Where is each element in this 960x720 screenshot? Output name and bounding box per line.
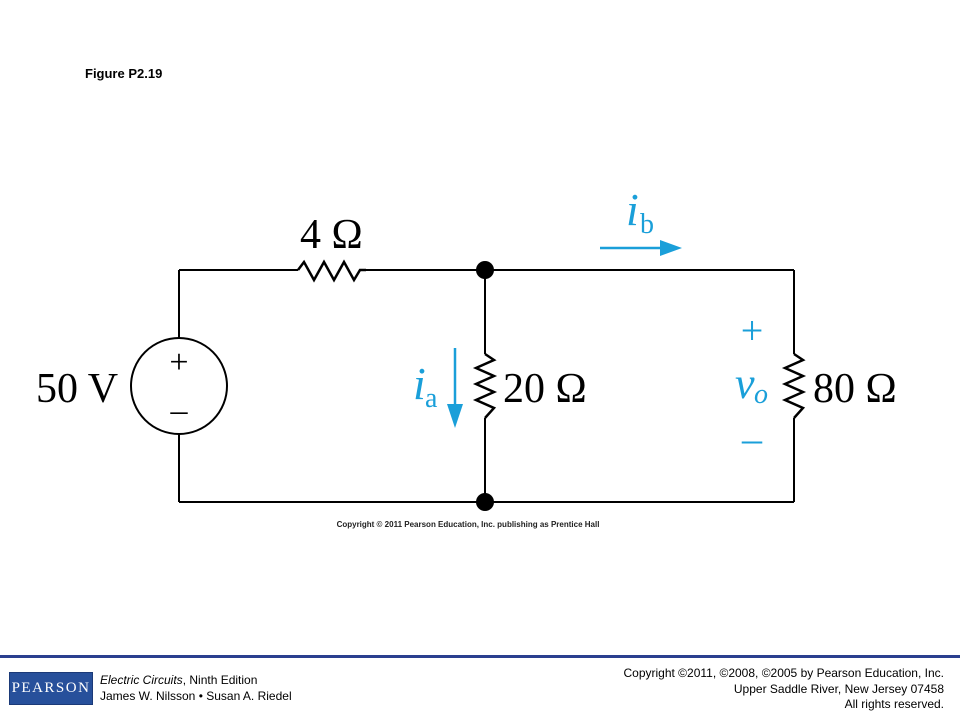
circuit-diagram: + – 50 V 4 Ω 20 Ω 80 Ω i b i a + v o – C…: [36, 184, 897, 529]
pearson-logo: PEARSON: [9, 672, 93, 705]
ia-arrow: [447, 348, 463, 428]
book-edition: , Ninth Edition: [182, 673, 258, 687]
book-title-line: Electric Circuits, Ninth Edition: [100, 672, 292, 688]
vo-plus: +: [741, 308, 764, 353]
source-plus: +: [169, 344, 188, 381]
r-series-label: 4 Ω: [300, 212, 363, 258]
resistor-4-ohm: [297, 259, 366, 283]
copyright-line-2: Upper Saddle River, New Jersey 07458: [733, 681, 944, 696]
vo-annotation: + v o –: [735, 308, 768, 461]
resistor-80-ohm: [781, 352, 807, 419]
copyright-line-3: All rights reserved.: [844, 697, 944, 711]
ib-sub: b: [640, 209, 654, 240]
book-title: Electric Circuits: [100, 673, 183, 687]
figure-title: Figure P2.19: [85, 66, 163, 81]
source-label: 50 V: [36, 366, 118, 412]
node-top: [476, 261, 494, 279]
source-minus: –: [170, 392, 189, 429]
publisher-copyright: Copyright ©2011, ©2008, ©2005 by Pearson…: [623, 666, 944, 713]
voltage-source: [130, 337, 228, 435]
book-authors: James W. Nilsson • Susan A. Riedel: [100, 689, 292, 703]
ia-sub: a: [425, 383, 438, 414]
book-info: Electric Circuits, Ninth Edition James W…: [100, 672, 292, 704]
node-bottom: [476, 493, 494, 511]
ia-main: i: [413, 358, 426, 409]
ib-arrow: [600, 240, 682, 256]
footer-divider: [0, 655, 960, 658]
wires: [178, 269, 795, 503]
vo-main: v: [735, 359, 755, 408]
ia-annotation: i a: [413, 358, 438, 414]
r-right-label: 80 Ω: [813, 366, 897, 412]
resistor-20-ohm: [472, 352, 498, 419]
copyright-line-1: Copyright ©2011, ©2008, ©2005 by Pearson…: [623, 666, 944, 680]
vo-sub: o: [754, 379, 768, 410]
vo-minus: –: [741, 416, 763, 461]
r-mid-label: 20 Ω: [503, 366, 587, 412]
ib-annotation: i b: [626, 184, 654, 240]
figure-copyright: Copyright © 2011 Pearson Education, Inc.…: [337, 520, 600, 529]
ib-main: i: [626, 184, 639, 235]
